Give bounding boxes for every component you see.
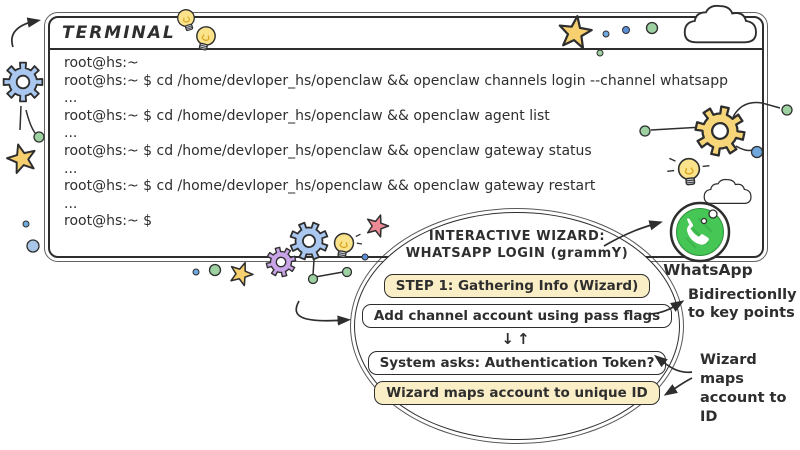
terminal-title: TERMINAL: [62, 23, 176, 43]
annotation-line: account to: [700, 390, 787, 406]
whatsapp-label: WhatsApp: [663, 261, 753, 279]
terminal-output: root@hs:~ root@hs:~ $ cd /home/devloper_…: [50, 50, 762, 231]
wizard-content: INTERACTIVE WIZARD: WHATSAPP LOGIN (gram…: [355, 213, 679, 439]
terminal-line: ...: [64, 195, 78, 212]
dot: [192, 268, 200, 276]
wizard-bubble: INTERACTIVE WIZARD: WHATSAPP LOGIN (gram…: [350, 208, 684, 444]
bidirectional-arrows-icon: ↓↑: [501, 330, 533, 348]
dot: [26, 239, 40, 253]
whatsapp-icon: [668, 200, 732, 264]
dot: [33, 131, 45, 143]
terminal-line: root@hs:~ $ cd /home/devloper_hs/opencla…: [64, 107, 550, 124]
dot: [781, 104, 793, 116]
star-icon: [3, 139, 40, 176]
wizard-step-2: Add channel account using pass flags: [361, 304, 673, 328]
gear-icon: [2, 61, 44, 103]
wizard-step-4: Wizard maps account to unique ID: [374, 381, 660, 405]
sketch-arrow: [295, 300, 352, 326]
sketch-arrow: [11, 17, 42, 48]
terminal-line: root@hs:~ $ cd /home/devloper_hs/opencla…: [64, 142, 592, 159]
dot: [22, 220, 30, 228]
wizard-step-3: System asks: Authentication Token?: [367, 351, 667, 375]
wizard-title-line1: INTERACTIVE WIZARD:: [428, 229, 606, 244]
terminal-line: ...: [64, 125, 78, 142]
annotation-line: to key points: [688, 304, 795, 321]
terminal-line: root@hs:~ $: [64, 213, 153, 230]
wizard-title-line2: WHATSAPP LOGIN (grammY): [405, 246, 629, 261]
terminal-titlebar: TERMINAL: [50, 18, 762, 50]
dot: [307, 273, 319, 285]
terminal-line: root@hs:~ $ cd /home/devloper_hs/opencla…: [64, 72, 729, 89]
annotation-bidirectional: Bidirectionlly to key points: [688, 287, 797, 322]
dot: [208, 263, 222, 277]
annotation-line: ID: [700, 409, 718, 425]
annotation-line: Bidirectionlly: [688, 287, 797, 303]
terminal-line: ...: [64, 160, 78, 177]
annotation-line: Wizard maps: [700, 352, 757, 387]
connector-dots: [312, 259, 344, 278]
dot: [341, 266, 353, 278]
wizard-step-1: STEP 1: Gathering Info (Wizard): [383, 274, 651, 298]
terminal-line: root@hs:~ $ cd /home/devloper_hs/opencla…: [64, 178, 596, 195]
connector-dots: [19, 105, 36, 134]
terminal-line: ...: [64, 90, 78, 107]
star-icon: [226, 258, 257, 288]
annotation-wizard-maps: Wizard maps account to ID: [700, 351, 800, 427]
terminal-line: root@hs:~: [64, 55, 139, 71]
